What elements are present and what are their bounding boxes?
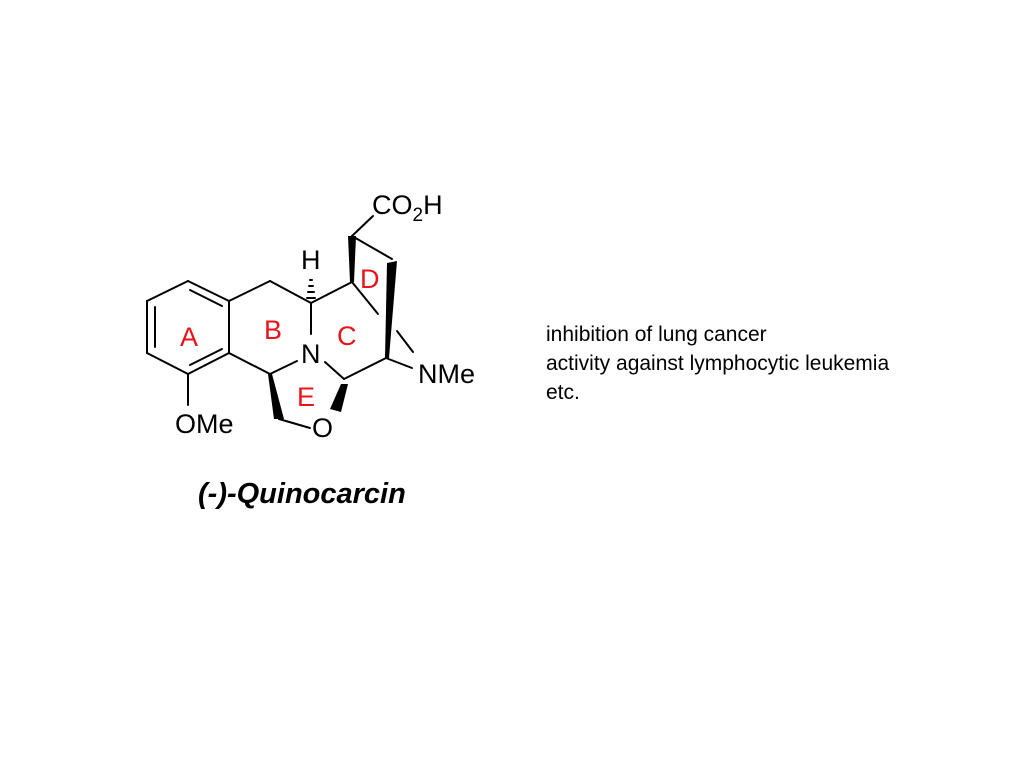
- activity-notes: inhibition of lung cancer activity again…: [546, 320, 889, 407]
- oxygen-label: O: [312, 413, 333, 443]
- wedge-bond: [268, 374, 284, 419]
- wedge-bond: [330, 384, 348, 412]
- ring-a-bonds: [146, 280, 230, 375]
- skeleton-bonds: [187, 215, 414, 429]
- ring-label-e: E: [297, 382, 315, 412]
- nme-label: NMe: [418, 359, 475, 389]
- hashed-bond: [306, 279, 316, 299]
- wedge-bond: [348, 236, 356, 282]
- ring-label-d: D: [360, 264, 380, 294]
- hydrogen-label: H: [301, 245, 321, 275]
- activity-line: etc.: [546, 381, 580, 404]
- activity-line: activity against lymphocytic leukemia: [546, 352, 890, 375]
- ring-label-c: C: [337, 321, 357, 351]
- ring-label-b: B: [264, 315, 282, 345]
- nitrogen-label: N: [301, 339, 321, 369]
- wedge-bond: [385, 261, 397, 358]
- ring-label-a: A: [180, 322, 198, 352]
- co2h-label: CO2H: [372, 190, 443, 226]
- ome-label: OMe: [175, 409, 234, 439]
- compound-name: (-)-Quinocarcin: [198, 478, 406, 510]
- wedge-bonds: [268, 236, 397, 419]
- activity-line: inhibition of lung cancer: [546, 323, 767, 346]
